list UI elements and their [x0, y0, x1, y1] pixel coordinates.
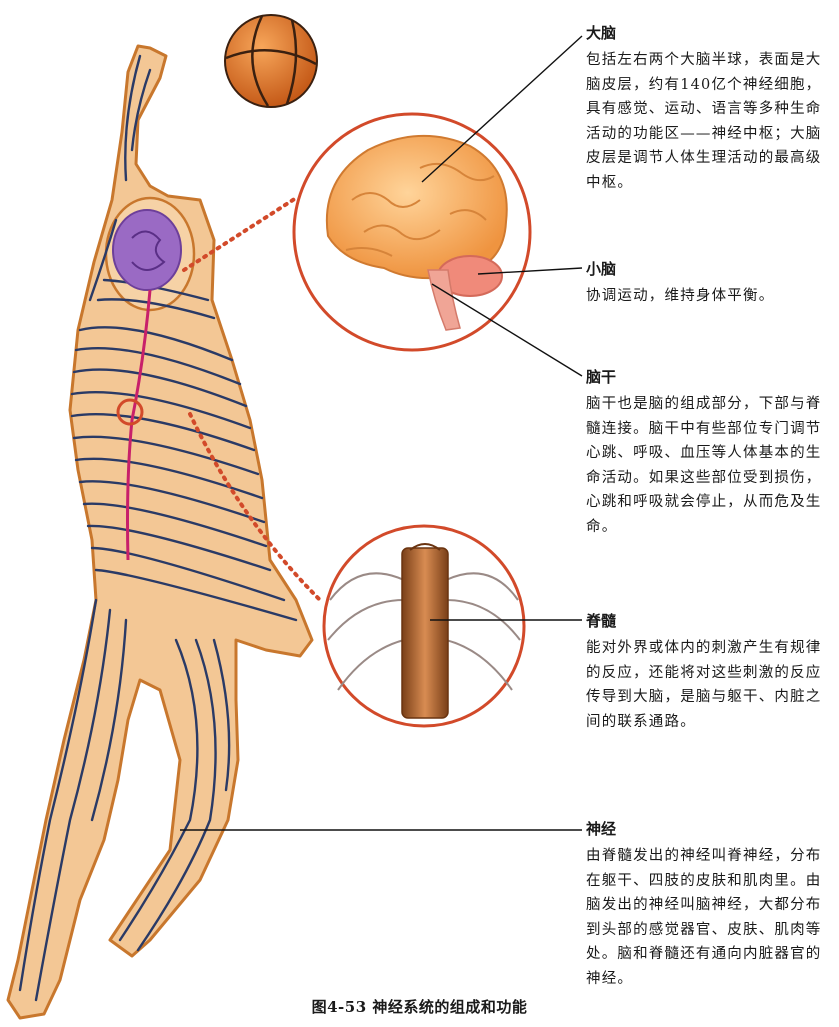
label-cerebellum-title: 小脑: [586, 258, 832, 280]
brain-detail-circle: [294, 114, 530, 350]
label-cerebrum-text: 包括左右两个大脑半球，表面是大脑皮层，约有140亿个神经细胞，具有感觉、运动、语…: [586, 48, 832, 196]
label-cerebrum-title: 大脑: [586, 22, 832, 44]
human-body-illustration: [8, 46, 312, 1018]
label-spinal-cord-title: 脊髓: [586, 610, 832, 632]
label-spinal-cord-text: 能对外界或体内的刺激产生有规律的反应，还能将对这些刺激的反应传导到大脑，是脑与躯…: [586, 636, 832, 734]
basketball-illustration: [225, 15, 317, 107]
figure-caption: 图4-53 神经系统的组成和功能: [0, 996, 839, 1017]
label-nerves: 神经 由脊髓发出的神经叫脊神经，分布在躯干、四肢的皮肤和肌肉里。由脑发出的神经叫…: [586, 818, 832, 992]
spinal-cord-detail-circle: [324, 526, 524, 726]
label-nerves-text: 由脊髓发出的神经叫脊神经，分布在躯干、四肢的皮肤和肌肉里。由脑发出的神经叫脑神经…: [586, 844, 832, 992]
label-cerebrum: 大脑 包括左右两个大脑半球，表面是大脑皮层，约有140亿个神经细胞，具有感觉、运…: [586, 22, 832, 196]
label-brainstem-title: 脑干: [586, 366, 832, 388]
label-nerves-title: 神经: [586, 818, 832, 840]
head-brain-highlight: [113, 210, 181, 290]
label-spinal-cord: 脊髓 能对外界或体内的刺激产生有规律的反应，还能将对这些刺激的反应传导到大脑，是…: [586, 610, 832, 734]
label-cerebellum: 小脑 协调运动，维持身体平衡。: [586, 258, 832, 309]
label-brainstem: 脑干 脑干也是脑的组成部分，下部与脊髓连接。脑干中有些部位专门调节心跳、呼吸、血…: [586, 366, 832, 540]
label-cerebellum-text: 协调运动，维持身体平衡。: [586, 284, 832, 309]
label-brainstem-text: 脑干也是脑的组成部分，下部与脊髓连接。脑干中有些部位专门调节心跳、呼吸、血压等人…: [586, 392, 832, 540]
